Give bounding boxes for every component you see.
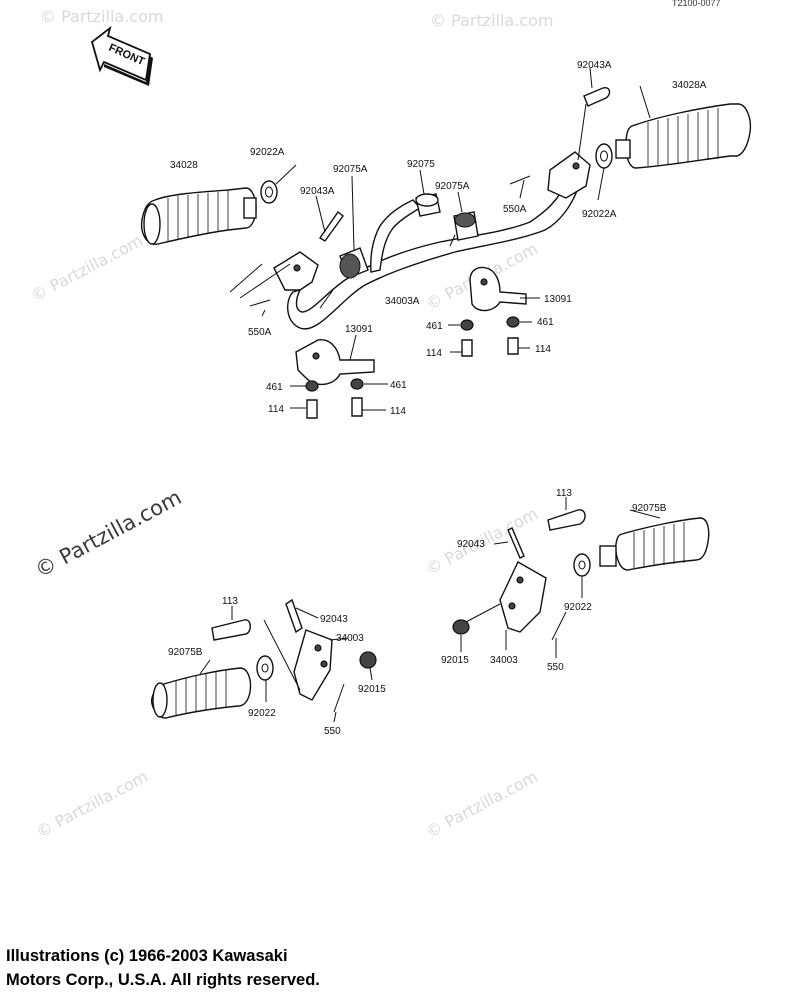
part-label: 550 (547, 662, 564, 673)
bolt-114 (306, 399, 318, 419)
pin-92043 (285, 598, 303, 634)
clamp-13091-left (295, 339, 375, 385)
footpeg-92075B-right (615, 517, 710, 571)
part-label: 92043 (320, 614, 348, 625)
nut-461 (350, 378, 364, 390)
part-label: 114 (535, 344, 551, 355)
part-label: 114 (426, 348, 442, 359)
part-label: 92075B (168, 647, 203, 658)
front-arrow-icon: FRONT (90, 25, 153, 86)
part-label: 92075A (435, 181, 470, 192)
part-label: 114 (268, 404, 284, 415)
watermark: © Partzilla.com (423, 767, 541, 842)
part-label: 92015 (358, 684, 386, 695)
part-label: 461 (266, 382, 283, 393)
part-label: 92022 (248, 708, 276, 719)
part-label: 34003 (490, 655, 518, 666)
part-label: 92075 (407, 159, 435, 170)
bolt-113 (547, 509, 586, 531)
bolt-114 (461, 339, 473, 357)
part-label: 113 (222, 596, 238, 607)
nut-92015 (359, 651, 377, 669)
part-label: 92043 (457, 539, 485, 550)
part-label: 92022A (250, 147, 285, 158)
part-label: 550A (503, 204, 527, 215)
part-label: 34028 (170, 160, 198, 171)
clamp-13091-right (469, 266, 527, 312)
part-label: 461 (537, 317, 554, 328)
bolt-114 (507, 337, 519, 355)
part-label: 34003 (336, 633, 364, 644)
nut-461 (506, 316, 520, 328)
watermarks: © Partzilla.com © Partzilla.com © Partzi… (28, 7, 554, 842)
part-label: 34028A (672, 80, 707, 91)
pin-92043A-left (318, 210, 344, 242)
part-label: 92015 (441, 655, 469, 666)
right-peg-bracket (547, 151, 591, 199)
copyright-line-1: Illustrations (c) 1966-2003 Kawasaki (6, 947, 288, 965)
part-label: 92022 (564, 602, 592, 613)
copyright-notice: Illustrations (c) 1966-2003 Kawasaki Mot… (6, 944, 320, 992)
watermark: © Partzilla.com (40, 7, 163, 26)
part-label: 461 (390, 380, 407, 391)
reference-code: T2100-0077 (672, 0, 721, 8)
watermark: © Partzilla.com (28, 231, 146, 306)
watermark: © Partzilla.com (33, 767, 151, 842)
part-label: 113 (556, 488, 572, 499)
part-label: 114 (390, 406, 406, 417)
rear-footpeg-assembly: 92043A 34028A 34028 92022A 92075A 92075 … (140, 60, 752, 419)
bracket-34003-right (499, 561, 547, 633)
part-label: 92022A (582, 209, 617, 220)
watermark: © Partzilla.com (31, 485, 185, 582)
bracket-34003-left (293, 629, 333, 701)
bolt-113 (211, 619, 251, 641)
watermark: © Partzilla.com (430, 11, 553, 30)
part-label: 13091 (345, 324, 373, 335)
front-right-footpeg-assembly: 113 92075B 92043 92022 92015 34003 550 (441, 488, 710, 673)
part-label: 92043A (577, 60, 612, 71)
copyright-line-2: Motors Corp., U.S.A. All rights reserved… (6, 971, 320, 989)
nut-461 (460, 319, 474, 331)
part-label: 92043A (300, 186, 335, 197)
part-label: 92075A (333, 164, 368, 175)
pin-92043 (507, 527, 525, 559)
nut-461 (305, 380, 319, 392)
footpeg-34028 (140, 187, 257, 245)
bolt-114 (351, 397, 363, 417)
part-label: 550 (324, 726, 341, 737)
front-left-footpeg-assembly: 113 92043 34003 92075B 92015 92022 550 (150, 596, 386, 737)
part-label: 92075B (632, 503, 667, 514)
pin-92043A-right (583, 86, 611, 107)
part-label: 461 (426, 321, 443, 332)
part-label: 13091 (544, 294, 572, 305)
part-label: 34003A (385, 296, 420, 307)
pipe-branch (370, 199, 422, 273)
nut-92015 (452, 619, 470, 635)
part-label: 550A (248, 327, 272, 338)
